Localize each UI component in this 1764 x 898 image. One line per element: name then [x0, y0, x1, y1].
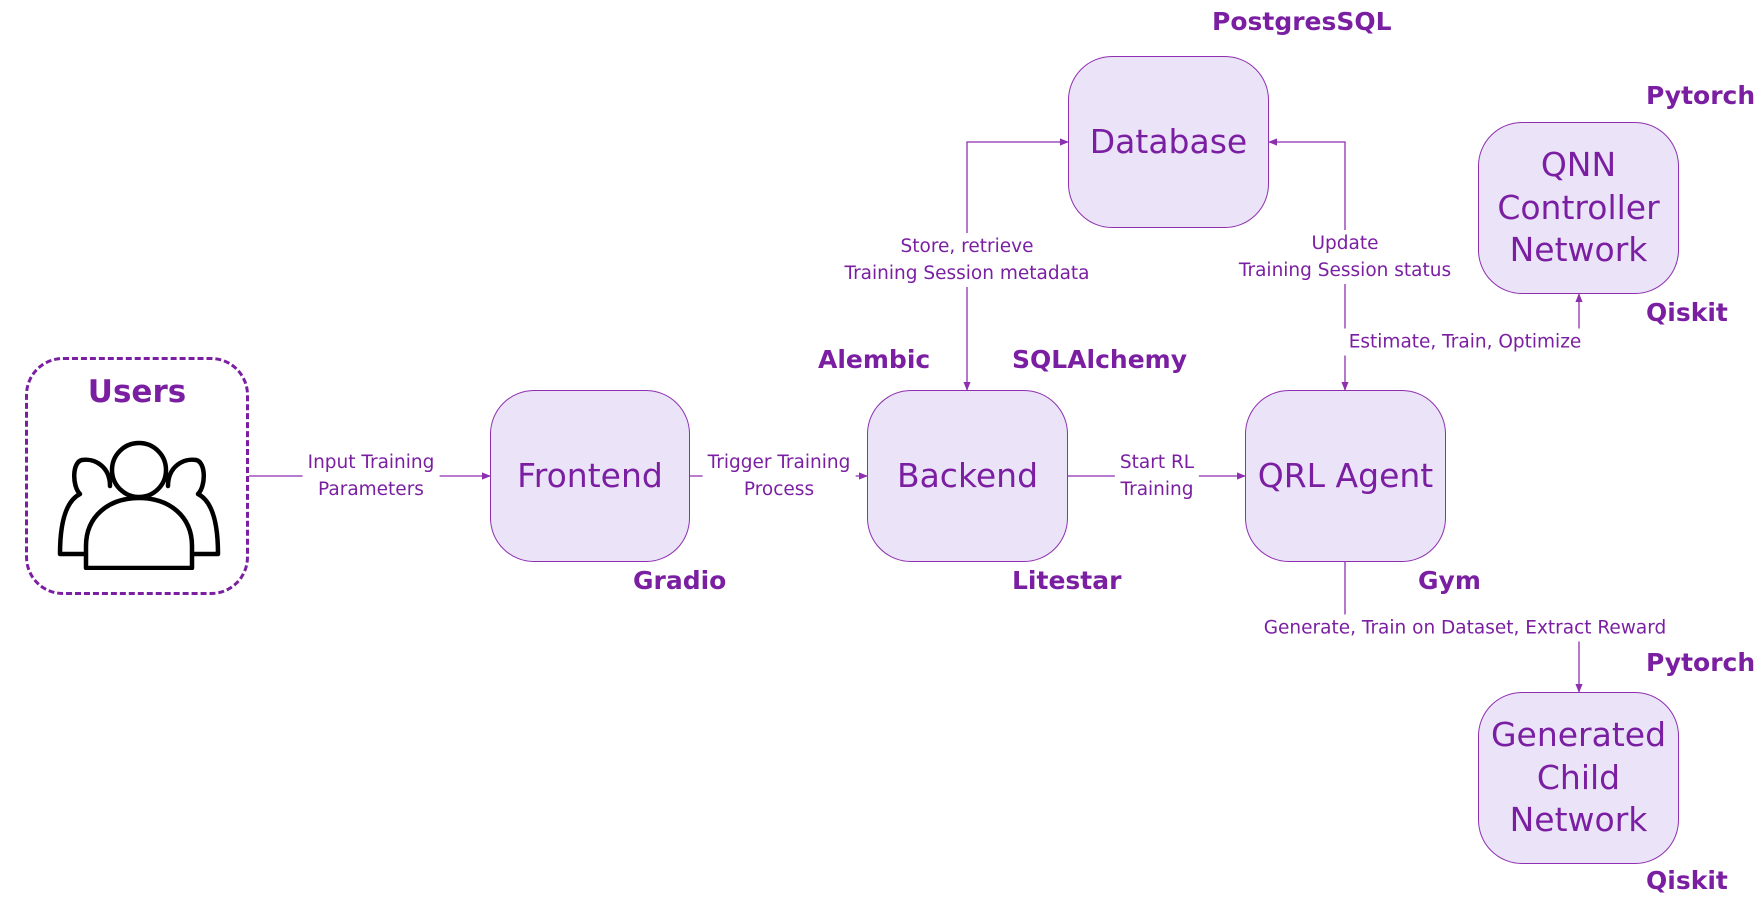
edge-label-input-line-2: Parameters: [318, 479, 424, 500]
tech-pytorch-child: Pytorch: [1646, 648, 1756, 677]
tech-sqlalchemy: SQLAlchemy: [1012, 345, 1188, 374]
generated-child-node: Generated Child Network: [1478, 692, 1679, 864]
users-group: Users: [25, 357, 249, 595]
tech-gym: Gym: [1418, 566, 1481, 595]
edge-label-input-training: Input Training Parameters: [302, 449, 440, 503]
backend-label: Backend: [896, 455, 1039, 495]
users-title: Users: [87, 374, 187, 410]
edge-label-start-line-1: Start RL: [1119, 452, 1195, 473]
child-label-line-2: Child: [1536, 757, 1621, 797]
tech-qiskit-child: Qiskit: [1646, 866, 1728, 895]
qnn-label-line-2: Controller: [1497, 187, 1660, 227]
qnn-label-line-1: QNN: [1540, 144, 1617, 184]
tech-postgres: PostgresSQL: [1212, 7, 1392, 36]
backend-node: Backend: [867, 390, 1068, 562]
edge-label-update-line-2: Training Session status: [1238, 260, 1452, 281]
edge-label-estimate-train: Estimate, Train, Optimize: [1343, 328, 1587, 356]
edge-label-store-line-2: Training Session metadata: [844, 263, 1090, 284]
edge-label-start-rl: Start RL Training: [1114, 449, 1200, 503]
edge-backend-database: [963, 138, 1069, 391]
edge-label-input-line-1: Input Training: [307, 452, 435, 473]
tech-gradio: Gradio: [633, 566, 727, 595]
edge-label-update-line-1: Update: [1311, 233, 1379, 254]
edge-label-trigger-line-1: Trigger Training: [707, 452, 851, 473]
edge-qrl-database: [1268, 138, 1349, 391]
edge-label-trigger-line-2: Process: [743, 479, 815, 500]
edge-label-update-status: Update Training Session status: [1233, 230, 1457, 284]
tech-qiskit-qnn: Qiskit: [1646, 298, 1728, 327]
users-icon: [57, 440, 221, 570]
child-label-line-3: Network: [1509, 800, 1648, 840]
child-label-line-1: Generated: [1490, 714, 1667, 754]
edge-label-store-line-1: Store, retrieve: [900, 236, 1034, 257]
qnn-controller-node: QNN Controller Network: [1478, 122, 1679, 294]
tech-alembic: Alembic: [818, 345, 931, 374]
edge-label-store-retrieve: Store, retrieve Training Session metadat…: [839, 233, 1095, 287]
frontend-label: Frontend: [517, 455, 663, 495]
database-node: Database: [1068, 56, 1269, 228]
edge-label-trigger-training: Trigger Training Process: [702, 449, 856, 503]
database-label: Database: [1089, 121, 1248, 161]
qrl-agent-label: QRL Agent: [1257, 455, 1434, 495]
tech-pytorch-qnn: Pytorch: [1646, 81, 1756, 110]
tech-litestar: Litestar: [1012, 566, 1122, 595]
qnn-label-line-3: Network: [1509, 230, 1648, 270]
edge-label-generate-train: Generate, Train on Dataset, Extract Rewa…: [1258, 614, 1672, 642]
qrl-agent-node: QRL Agent: [1245, 390, 1446, 562]
edge-label-start-line-2: Training: [1120, 479, 1194, 500]
frontend-node: Frontend: [490, 390, 690, 562]
